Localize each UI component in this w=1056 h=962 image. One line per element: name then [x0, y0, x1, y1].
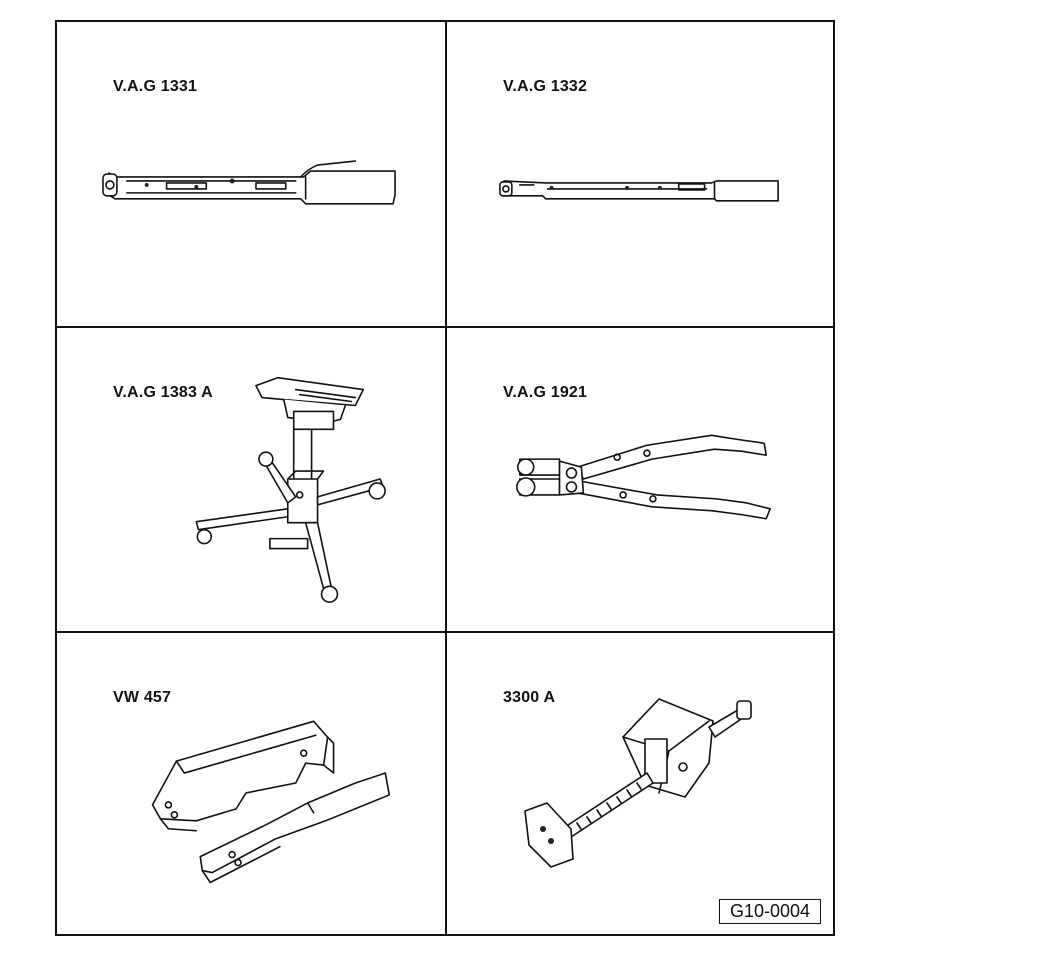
figure-reference: G10-0004	[718, 899, 821, 924]
tool-label: V.A.G 1921	[503, 384, 588, 401]
tool-label: V.A.G 1383 A	[113, 384, 213, 401]
puller-icon	[524, 698, 752, 868]
tool-label: VW 457	[113, 689, 172, 706]
tool-cell-3300a: 3300 A G10-0004	[447, 633, 835, 934]
tool-cell-vag-1383a: V.A.G 1383 A	[57, 328, 447, 633]
tool-cell-vag-1332: V.A.G 1332	[447, 22, 835, 328]
tool-label: V.A.G 1332	[503, 78, 588, 95]
support-bracket-icon	[151, 720, 391, 884]
tool-label: V.A.G 1331	[113, 78, 198, 95]
tool-label: 3300 A	[503, 689, 556, 706]
torque-wrench-large-icon	[102, 160, 396, 205]
tool-cell-vag-1921: V.A.G 1921	[447, 328, 835, 633]
transmission-jack-icon	[195, 376, 386, 603]
torque-wrench-small-icon	[499, 180, 779, 202]
tool-cell-vag-1331: V.A.G 1331	[57, 22, 447, 328]
tool-cell-vw-457: VW 457	[57, 633, 447, 934]
clamp-pliers-icon	[516, 434, 771, 520]
special-tools-grid: V.A.G 1331 V.A.G 1332	[55, 20, 835, 936]
